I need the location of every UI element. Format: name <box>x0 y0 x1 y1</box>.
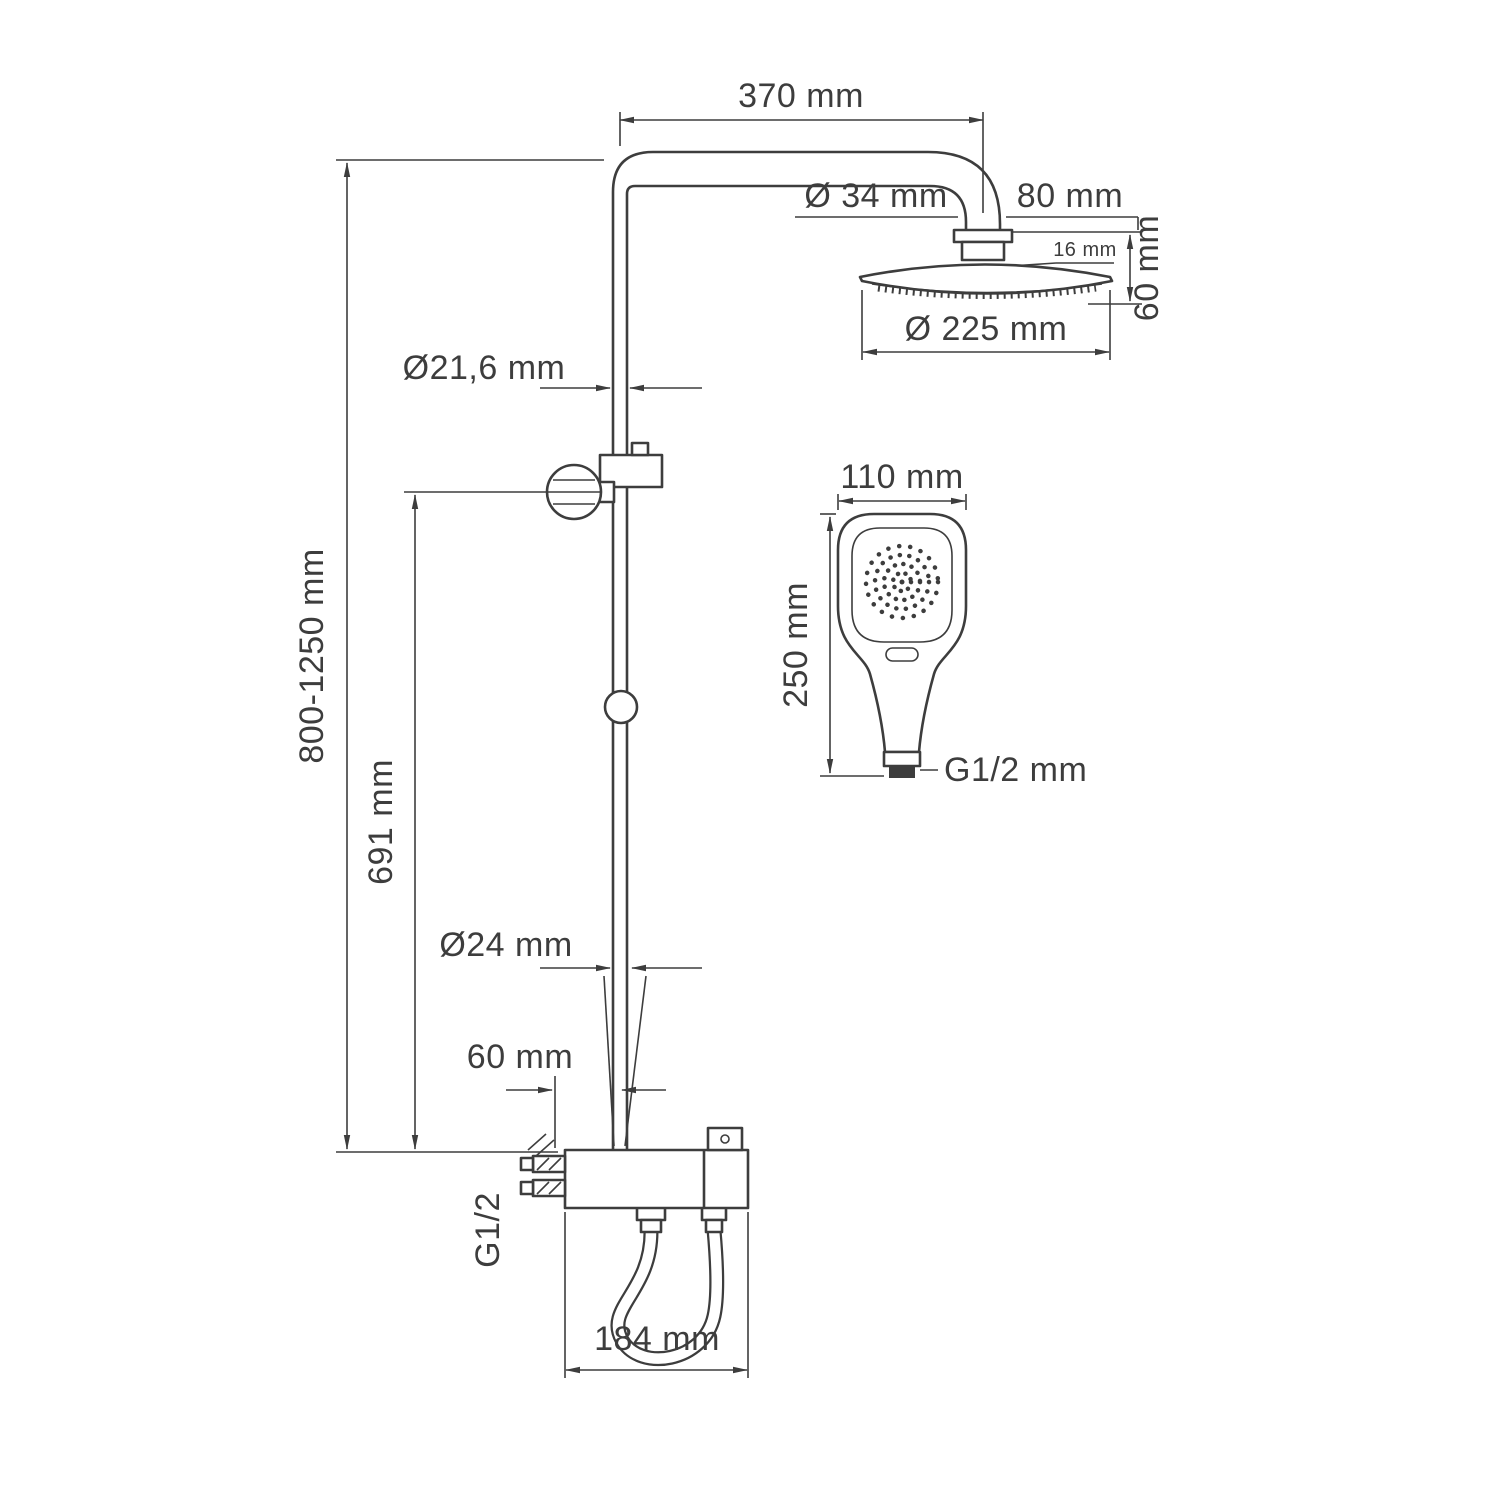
spray-ring <box>872 552 932 612</box>
shower-column <box>611 150 1002 1150</box>
dim-head-diameter-label: Ø 225 mm <box>905 310 1068 348</box>
dim-lower-pipe-label: Ø24 mm <box>439 926 572 964</box>
spray-ring <box>881 561 923 603</box>
thread-tick <box>535 1139 555 1157</box>
mixer-inlet-cap-upper <box>519 1156 535 1172</box>
thread-tick <box>527 1133 547 1151</box>
head-connector-lower <box>960 240 1006 262</box>
dim-hand-thread-label: G1/2 mm <box>944 751 1087 789</box>
dim-overall-height-label: 800-1250 mm <box>293 548 331 763</box>
dim-arm-length-label: 370 mm <box>738 77 864 115</box>
head-connector-upper <box>952 228 1014 244</box>
column-pipe-outer <box>611 150 1002 1150</box>
hand-shower-button <box>885 647 919 662</box>
dimension-annotations <box>336 112 1142 1378</box>
dim-mixer-width-label: 184 mm <box>594 1320 720 1358</box>
mixer-handle <box>706 1126 744 1152</box>
hand-shower-connector <box>882 750 922 768</box>
dim-arm-diameter-label: Ø 34 mm <box>804 177 947 215</box>
mixer-body <box>563 1148 750 1210</box>
mixer-inlet-cap-lower <box>519 1180 535 1196</box>
mixer-handle-dot <box>720 1134 730 1144</box>
column-pipe-inner <box>625 184 968 1150</box>
spray-ring <box>863 543 941 621</box>
dim-head-rim-label: 16 mm <box>1053 239 1117 261</box>
inlet-hatch <box>536 1157 550 1171</box>
hand-shower-outline <box>836 512 968 754</box>
dim-hand-width-label: 110 mm <box>840 458 963 496</box>
leader-line <box>624 975 647 1147</box>
dim-head-height-label: 60 mm <box>1128 215 1166 321</box>
spray-ring <box>890 570 914 594</box>
inlet-hatch <box>548 1181 562 1195</box>
rain-shower-head <box>858 228 1114 299</box>
hand-shower-thread-tip <box>889 766 915 778</box>
hose-nut-right-small <box>704 1218 724 1234</box>
dim-mixer-thread-label: G1/2 <box>469 1192 507 1268</box>
dim-bracket-height-label: 691 mm <box>362 759 400 885</box>
diverter-ring <box>603 689 639 725</box>
hand-shower-face <box>851 527 953 643</box>
hose-core <box>612 1229 722 1364</box>
dim-outlet-offset-label: 60 mm <box>467 1038 573 1076</box>
hose-nut-left-small <box>639 1218 663 1234</box>
dim-upper-pipe-label: Ø21,6 mm <box>403 349 566 387</box>
dimension-labels: 370 mm Ø 34 mm 80 mm 60 mm 16 mm Ø 225 m… <box>293 77 1166 1358</box>
bracket-tab <box>630 441 650 457</box>
shower-hose <box>610 1204 728 1367</box>
thermostat-mixer <box>519 1126 750 1210</box>
dim-head-offset-label: 80 mm <box>1017 177 1123 215</box>
dim-hand-length-label: 250 mm <box>777 582 815 708</box>
inlet-hatch <box>548 1157 562 1171</box>
spray-center-dot <box>899 579 905 585</box>
inlet-hatch <box>536 1181 550 1195</box>
hand-shower <box>836 512 968 778</box>
slide-bracket <box>545 441 664 521</box>
diverter-knob <box>603 689 639 725</box>
